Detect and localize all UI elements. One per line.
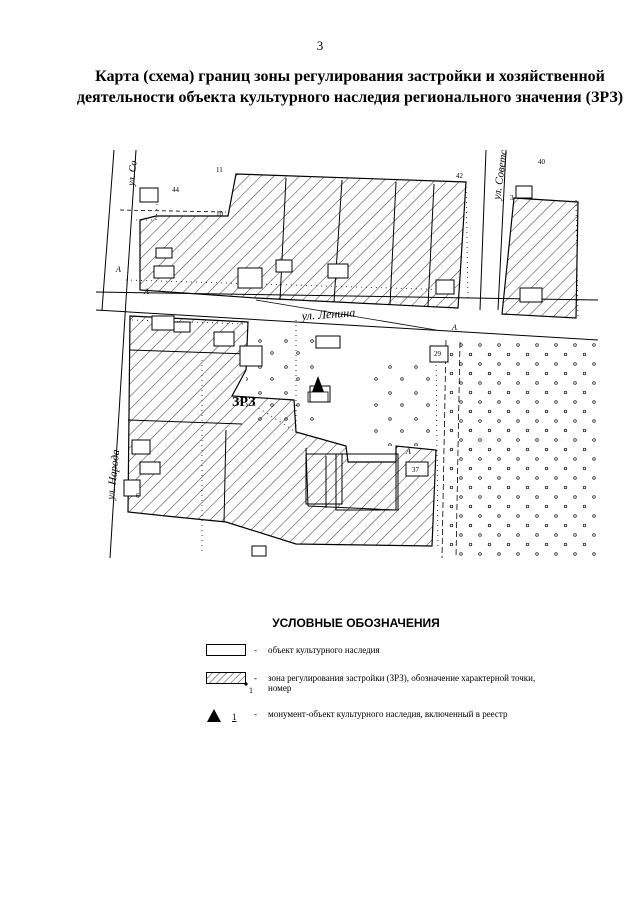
legend-item-heritage-object: - объект культурного наследия <box>206 644 536 670</box>
legend-text: монумент-объект культурного наследия, вк… <box>268 709 508 719</box>
street-lenina-label: ул. Ленина <box>300 305 355 323</box>
legend-text: объект культурного наследия <box>268 645 380 655</box>
page-title: Карта (схема) границ зоны регулирования … <box>70 66 630 108</box>
title-line-1: Карта (схема) границ зоны регулирования … <box>95 68 605 85</box>
street-top-left-label: ул. Со <box>126 160 140 187</box>
parcel-lines <box>127 177 435 523</box>
monument-icon <box>312 376 324 392</box>
legend-dash: - <box>254 709 257 719</box>
fence-lines <box>125 181 579 554</box>
point-a-1: А <box>115 265 121 274</box>
zone-map: ЗРЗ ул. Ленина ул. Советс ул. Народа ул.… <box>96 150 598 558</box>
zrz-zone-symbol <box>206 672 248 686</box>
point-a-4: А <box>405 447 411 456</box>
point-a-2: А <box>143 287 149 296</box>
buildings <box>123 185 543 557</box>
legend-text: зона регулирования застройки (ЗРЗ), обоз… <box>268 673 536 693</box>
legend-item-zrz-zone: 1 - зона регулирования застройки (ЗРЗ), … <box>206 672 536 706</box>
monument-symbol <box>207 709 221 722</box>
zone-map-svg: ЗРЗ ул. Ленина ул. Советс ул. Народа ул.… <box>96 150 598 558</box>
park-area-square <box>374 356 438 446</box>
point-a-3: А <box>451 323 457 332</box>
park-area-east <box>448 342 598 558</box>
house-29: 29 <box>434 350 442 358</box>
legend-dash: - <box>254 645 257 655</box>
legend-dash: - <box>254 673 257 683</box>
zone-label: ЗРЗ <box>232 395 256 410</box>
house-6: 6 <box>136 492 140 500</box>
street-lines <box>96 150 598 558</box>
house-42: 42 <box>456 172 464 180</box>
title-line-2: деятельности объекта культурного наследи… <box>76 89 624 106</box>
legend-point-number: 1 <box>249 686 253 695</box>
legend-monument-number: 1 <box>232 712 237 722</box>
point-10: 10 <box>216 210 224 218</box>
house-37: 37 <box>412 466 420 474</box>
house-44: 44 <box>172 186 180 194</box>
zrz-zone-north-left <box>139 173 467 309</box>
heritage-object-symbol <box>206 644 246 656</box>
legend: УСЛОВНЫЕ ОБОЗНАЧЕНИЯ - объект культурног… <box>206 616 536 736</box>
street-sovetskaya-label: ул. Советс <box>491 150 510 201</box>
legend-heading: УСЛОВНЫЕ ОБОЗНАЧЕНИЯ <box>272 616 440 630</box>
monument-base <box>307 391 329 403</box>
point-11: 11 <box>216 166 223 174</box>
page-number: 3 <box>316 38 324 53</box>
street-naroda-label: ул. Народа <box>105 449 122 502</box>
house-40: 40 <box>538 158 546 166</box>
point-3: 3 <box>510 194 514 202</box>
legend-item-monument: 1 - монумент-объект культурного наследия… <box>206 708 536 734</box>
